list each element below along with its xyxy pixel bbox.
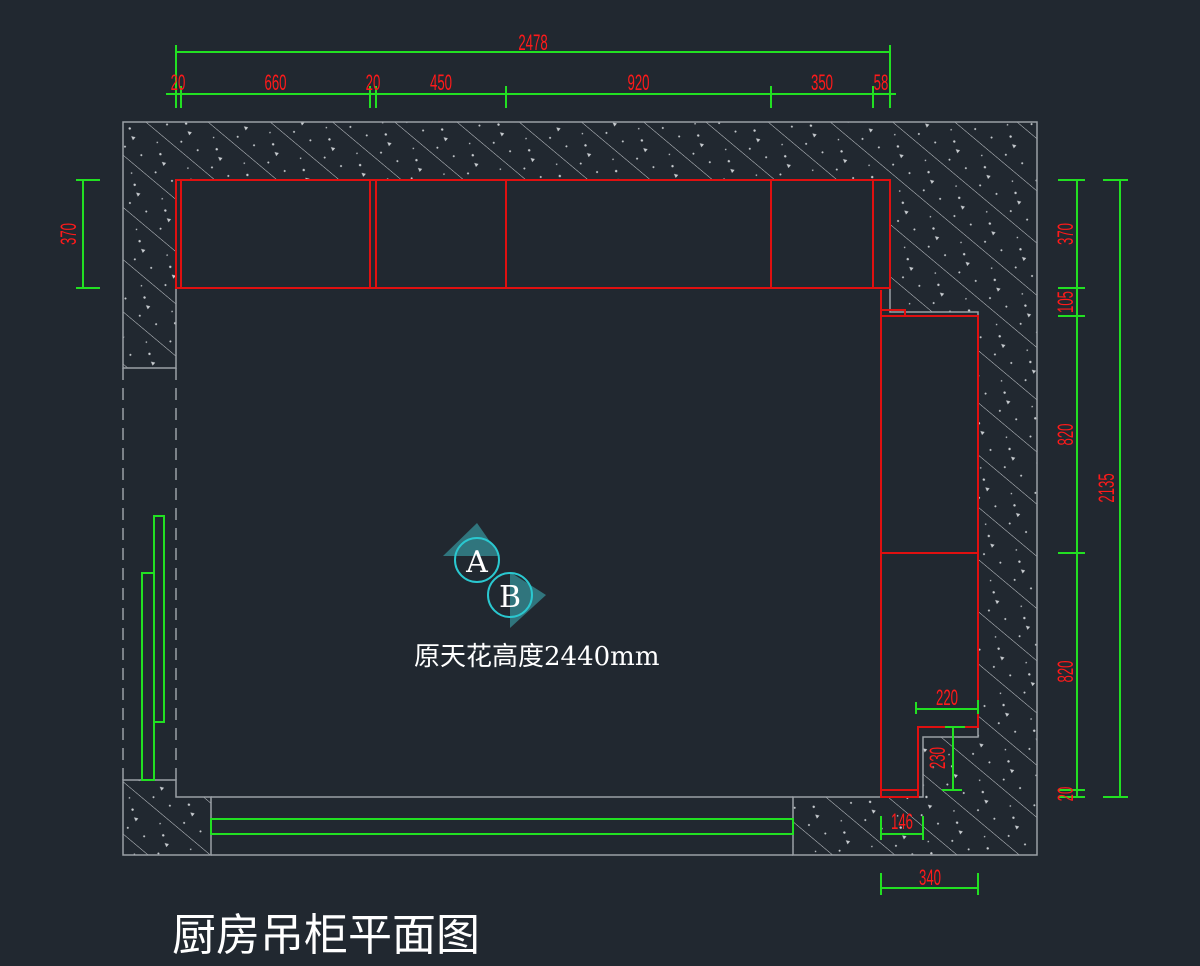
dim-top-segment: 20 <box>366 71 381 95</box>
dim-top-segment: 920 <box>627 71 649 95</box>
dim-top-segment: 350 <box>811 71 833 95</box>
walls <box>122 121 1038 856</box>
dim-top-segment: 58 <box>874 71 889 95</box>
window <box>210 818 794 835</box>
marker-a: A <box>465 545 488 580</box>
dim-right-total: 2135 <box>1095 473 1119 502</box>
door <box>141 515 165 781</box>
dim-top-segment: 20 <box>171 71 186 95</box>
dim-notch-width: 220 <box>936 686 958 710</box>
dim-right-segment: 820 <box>1054 423 1078 445</box>
upper-cabinets-top <box>175 179 891 289</box>
dim-notch-bottom: 146 <box>891 810 913 834</box>
drawing-title: 厨房吊柜平面图 <box>172 910 480 961</box>
dimensions-notch: 220 230 146 340 <box>880 686 979 895</box>
ceiling-height-note: 原天花高度2440mm <box>414 642 659 672</box>
elevation-markers: A B <box>443 523 546 628</box>
dim-notch-height: 230 <box>926 747 950 769</box>
dim-left: 370 <box>57 223 81 245</box>
dim-depth: 340 <box>919 866 941 890</box>
dimensions-top: 2478 20 660 20 450 920 350 58 <box>166 31 896 108</box>
dim-top-segment: 450 <box>430 71 452 95</box>
dim-top-total: 2478 <box>518 31 547 55</box>
marker-b: B <box>499 580 521 615</box>
dim-top-segment: 660 <box>264 71 286 95</box>
upper-cabinets-right <box>880 290 979 798</box>
dim-right-segment: 105 <box>1054 291 1078 313</box>
dim-right-segment: 20 <box>1054 787 1078 802</box>
dimensions-left: 370 <box>57 179 100 289</box>
dim-right-segment: 370 <box>1054 223 1078 245</box>
dim-right-segment: 820 <box>1054 660 1078 682</box>
dimensions-right: 2135 370 105 820 820 20 <box>1054 179 1128 802</box>
